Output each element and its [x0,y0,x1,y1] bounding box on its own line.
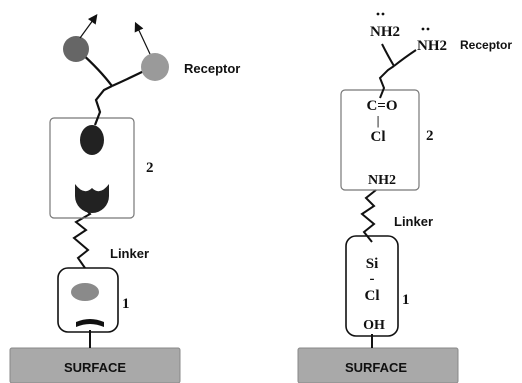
right-chloride-bottom: Cl [365,288,380,304]
right-lone-pair-dot [426,27,430,31]
right-receptor-branch-left [381,43,395,67]
right-nh2-right: NH2 [417,38,447,54]
left-dark-oval [80,125,104,155]
right-assembly: SURFACE Si - Cl OH 1 Linker C=O | Cl NH2… [297,12,512,383]
right-receptor-branch-right [393,49,417,67]
right-receptor-stem [378,65,395,99]
left-assembly: SURFACE 1 Linker 2 Receptor [9,14,240,383]
right-box-2-number: 2 [426,128,434,144]
left-surface-label: SURFACE [64,360,126,375]
right-si-cl-bond: - [370,271,375,287]
right-carbonyl: C=O [366,98,397,114]
left-box-2-number: 2 [146,160,154,176]
left-box-1-number: 1 [122,296,130,312]
left-arrow-up-left [79,14,98,39]
right-lone-pair-dot [376,12,380,16]
left-linker-label: Linker [110,246,149,261]
right-linker-zigzag [360,189,377,243]
left-dark-cup [75,184,109,213]
right-amine: NH2 [368,173,396,188]
left-box-2 [49,117,135,219]
right-hydroxyl: OH [363,318,385,333]
left-receptor-ball-light [141,53,169,81]
right-surface-block [297,347,459,383]
right-box-1 [345,235,399,337]
left-receptor-stem [93,85,113,126]
right-box-2 [340,89,420,191]
right-chloride-top: Cl [371,129,386,145]
left-arrow-up-right [134,21,151,55]
left-box-1 [57,267,119,333]
right-lone-pair-dot [421,27,425,31]
left-receptor-label: Receptor [184,61,240,76]
right-receptor-label: Receptor [460,38,512,52]
left-anchor-cup [76,319,104,327]
right-silicon: Si [366,256,379,272]
left-grey-bead [71,283,99,301]
left-surface-block [9,347,181,383]
right-box-1-number: 1 [402,292,410,308]
right-surface-label: SURFACE [345,360,407,375]
right-c-cl-bond: | [377,113,380,128]
right-linker-label: Linker [394,214,433,229]
left-receptor-ball-dark [63,36,89,62]
right-lone-pair-dot [381,12,385,16]
right-nh2-left: NH2 [370,24,400,40]
